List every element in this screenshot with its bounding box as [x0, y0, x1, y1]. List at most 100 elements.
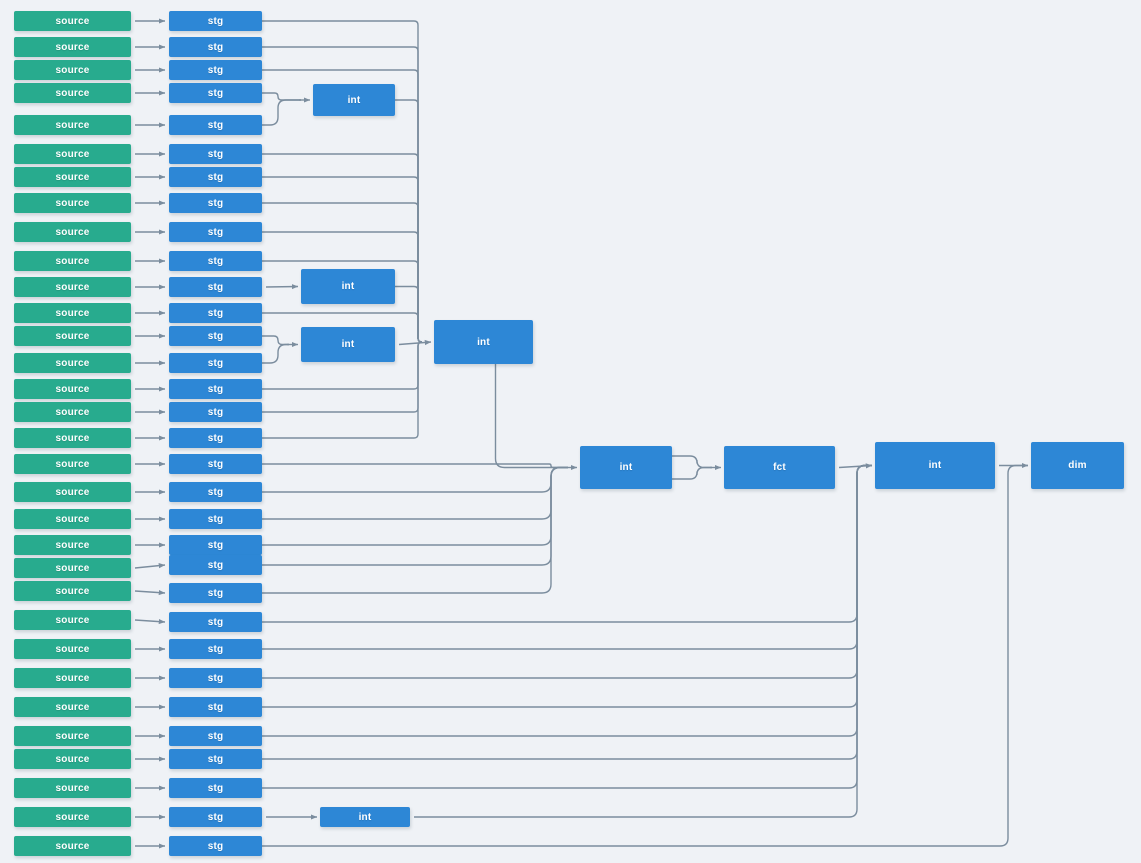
node-src30[interactable]: source	[14, 778, 131, 798]
edge-intG-intF	[414, 464, 872, 818]
node-stg8[interactable]: stg	[169, 193, 262, 213]
node-label: stg	[207, 559, 224, 571]
node-src1[interactable]: source	[14, 11, 131, 31]
node-src26[interactable]: source	[14, 668, 131, 688]
node-label: source	[55, 87, 90, 99]
node-intB[interactable]: int	[301, 269, 395, 304]
node-src29[interactable]: source	[14, 749, 131, 769]
node-stg18[interactable]: stg	[169, 454, 262, 474]
node-label: source	[55, 701, 90, 713]
node-src15[interactable]: source	[14, 379, 131, 399]
node-stg1[interactable]: stg	[169, 11, 262, 31]
node-label: source	[55, 432, 90, 444]
node-stg13[interactable]: stg	[169, 326, 262, 346]
node-src32[interactable]: source	[14, 836, 131, 856]
node-stg17[interactable]: stg	[169, 428, 262, 448]
edge-stg18-intE	[262, 463, 568, 469]
edge-stg27-intF	[262, 464, 872, 708]
node-stg27[interactable]: stg	[169, 697, 262, 717]
edge-stg21-intE	[262, 466, 568, 546]
node-stg15[interactable]: stg	[169, 379, 262, 399]
node-stg10[interactable]: stg	[169, 251, 262, 271]
node-src16[interactable]: source	[14, 402, 131, 422]
node-stg22[interactable]: stg	[169, 555, 262, 575]
node-src18[interactable]: source	[14, 454, 131, 474]
node-label: source	[55, 406, 90, 418]
node-src31[interactable]: source	[14, 807, 131, 827]
node-src23[interactable]: source	[14, 581, 131, 601]
node-intG[interactable]: int	[320, 807, 410, 827]
node-src12[interactable]: source	[14, 303, 131, 323]
edge-stg7-intD	[262, 176, 423, 343]
node-src4[interactable]: source	[14, 83, 131, 103]
node-stg23[interactable]: stg	[169, 583, 262, 603]
node-src7[interactable]: source	[14, 167, 131, 187]
node-label: stg	[207, 307, 224, 319]
node-label: stg	[207, 148, 224, 160]
node-stg5[interactable]: stg	[169, 115, 262, 135]
node-label: int	[347, 94, 361, 106]
node-src14[interactable]: source	[14, 353, 131, 373]
node-src17[interactable]: source	[14, 428, 131, 448]
node-src2[interactable]: source	[14, 37, 131, 57]
node-stg25[interactable]: stg	[169, 639, 262, 659]
node-stg3[interactable]: stg	[169, 60, 262, 80]
node-label: source	[55, 64, 90, 76]
node-stg21[interactable]: stg	[169, 535, 262, 555]
node-stg26[interactable]: stg	[169, 668, 262, 688]
node-stg4[interactable]: stg	[169, 83, 262, 103]
node-label: int	[928, 460, 942, 471]
node-src9[interactable]: source	[14, 222, 131, 242]
node-stg7[interactable]: stg	[169, 167, 262, 187]
node-dim1[interactable]: dim	[1031, 442, 1124, 489]
node-label: source	[55, 782, 90, 794]
node-src8[interactable]: source	[14, 193, 131, 213]
node-src21[interactable]: source	[14, 535, 131, 555]
node-intF[interactable]: int	[875, 442, 995, 489]
edge-intB-intD	[395, 285, 423, 343]
node-stg31[interactable]: stg	[169, 807, 262, 827]
node-label: source	[55, 539, 90, 551]
node-src22[interactable]: source	[14, 558, 131, 578]
node-stg28[interactable]: stg	[169, 726, 262, 746]
node-label: source	[55, 614, 90, 626]
node-src27[interactable]: source	[14, 697, 131, 717]
node-label: source	[55, 585, 90, 597]
node-stg20[interactable]: stg	[169, 509, 262, 529]
node-src20[interactable]: source	[14, 509, 131, 529]
node-label: stg	[207, 539, 224, 551]
node-stg19[interactable]: stg	[169, 482, 262, 502]
node-label: int	[619, 462, 633, 473]
node-label: stg	[207, 171, 224, 183]
node-src13[interactable]: source	[14, 326, 131, 346]
node-stg16[interactable]: stg	[169, 402, 262, 422]
node-intA[interactable]: int	[313, 84, 395, 116]
node-label: source	[55, 281, 90, 293]
edge-stg13-intC	[262, 335, 289, 346]
node-intE[interactable]: int	[580, 446, 672, 489]
node-stg30[interactable]: stg	[169, 778, 262, 798]
node-fct1[interactable]: fct	[724, 446, 835, 489]
node-stg11[interactable]: stg	[169, 277, 262, 297]
node-src28[interactable]: source	[14, 726, 131, 746]
node-src5[interactable]: source	[14, 115, 131, 135]
node-stg2[interactable]: stg	[169, 37, 262, 57]
node-stg14[interactable]: stg	[169, 353, 262, 373]
node-src3[interactable]: source	[14, 60, 131, 80]
node-stg29[interactable]: stg	[169, 749, 262, 769]
node-src11[interactable]: source	[14, 277, 131, 297]
node-src24[interactable]: source	[14, 610, 131, 630]
node-src10[interactable]: source	[14, 251, 131, 271]
node-stg12[interactable]: stg	[169, 303, 262, 323]
node-label: stg	[207, 616, 224, 628]
node-stg32[interactable]: stg	[169, 836, 262, 856]
node-stg24[interactable]: stg	[169, 612, 262, 632]
node-intC[interactable]: int	[301, 327, 395, 362]
node-stg6[interactable]: stg	[169, 144, 262, 164]
node-src19[interactable]: source	[14, 482, 131, 502]
node-intD[interactable]: int	[434, 320, 533, 364]
node-label: stg	[207, 643, 224, 655]
node-src6[interactable]: source	[14, 144, 131, 164]
node-stg9[interactable]: stg	[169, 222, 262, 242]
node-src25[interactable]: source	[14, 639, 131, 659]
